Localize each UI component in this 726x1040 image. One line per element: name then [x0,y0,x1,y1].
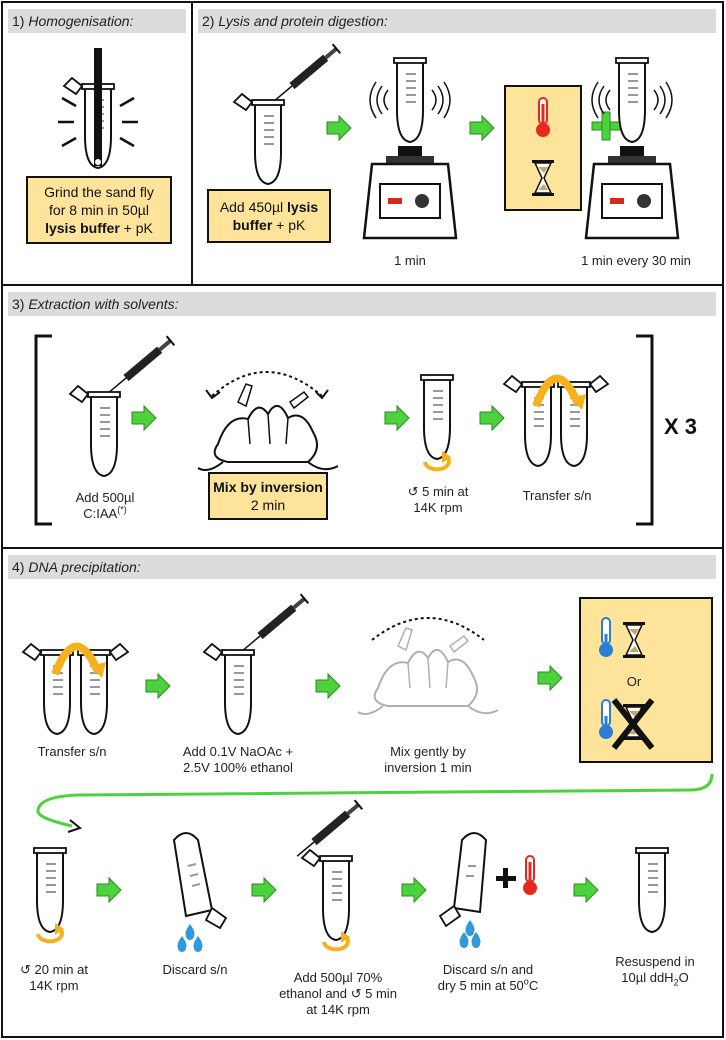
step2-add-line1: Add 450µl lysis [219,199,319,215]
s4-spin-label: ↺ 20 min at 14K rpm [20,962,88,993]
arrow-s4-1 [145,673,171,699]
grinding-burst-lines [58,96,138,148]
crossed-out-icon [611,698,655,750]
hands-mix-icon [197,383,339,471]
s4-dry-label: Discard s/n and dry 5 min at 50oC [437,962,539,993]
arrow-s4-5 [251,877,277,903]
s4-add-label: Add 0.1V NaOAc + 2.5V 100% ethanol [182,744,294,775]
s1-header: 1) Homogenisation: [12,13,134,29]
thermometer-cold-icon-2 [598,699,614,740]
step1-line2: for 8 min in 50µl [49,202,149,218]
arrow-s2-1 [326,115,352,141]
arrow-s3-1 [131,405,157,431]
arrow-s3-2 [384,405,410,431]
step1-line3: lysis buffer + pK [45,220,153,236]
hands-gentle-mix-icon [357,627,499,715]
dry-tube [438,832,488,948]
header-bar-s1 [8,9,186,33]
bracket-right [636,334,654,526]
centrifuge-tube-2 [33,847,67,944]
s4-wash-label: Add 500µl 70% ethanol and ↺ 5 min at 14K… [279,970,397,1017]
s4-resuspend-label: Resuspend in 10µl ddH2O [615,954,695,988]
header-bar-s3 [8,292,716,316]
s3-transfer-label: Transfer s/n [522,488,592,503]
discard-tube [172,832,228,952]
arrow-s4-7 [573,877,599,903]
arrow-s4-3 [537,665,563,691]
mix-bold: Mix by inversion [213,479,323,495]
plus-sign [496,868,516,888]
arrow-s2-2 [469,115,495,141]
wash-tube [292,799,364,952]
inversion-arc [211,371,323,397]
s2-header: 2) Lysis and protein digestion: [202,13,388,29]
mix-time: 2 min [250,497,286,513]
step2-add-line2: buffer + pK [232,217,306,233]
s4-transfer-tubes [22,642,129,735]
s4-tube-add [203,593,310,735]
s3-tube-add [69,335,176,477]
arrow-s4-6 [401,877,427,903]
flow-connector [36,773,714,828]
s4-header: 4) DNA precipitation: [12,559,141,575]
vortex2-label: 1 min every 30 min [581,253,691,268]
bracket-left [34,334,52,526]
arrow-s4-2 [315,673,341,699]
s4-mix-label: Mix gently by inversion 1 min [384,744,472,775]
s3-header: 3) Extraction with solvents: [12,296,179,312]
s4-discard-label: Discard s/n [162,962,228,977]
repeat-label: X 3 [664,414,698,439]
s3-add-label: Add 500µl C:IAA(*) [75,490,135,521]
step1-line1: Grind the sand fly [44,184,154,200]
arrow-s3-3 [479,405,505,431]
thermometer-hot-icon-2 [522,855,538,896]
final-tube [635,847,669,933]
thermometer-cold-icon [598,617,614,658]
s2-tube-add [233,43,342,185]
step1-box: Grind the sand fly for 8 min in 50µl lys… [26,176,172,244]
arrow-s4-4 [96,877,122,903]
vortex1-label: 1 min [394,253,426,268]
transfer-tubes [503,374,609,467]
header-bar-s4 [8,555,716,579]
vortex-1 [362,57,458,240]
thermometer-hot-icon [535,97,551,138]
header-bar-s2 [198,9,716,33]
or-label: Or [626,674,642,689]
gentle-inversion-arc [371,617,485,641]
vortex-2 [584,57,680,240]
step2-add-box: Add 450µl lysis buffer + pK [207,189,331,243]
mix-box: Mix by inversion 2 min [208,472,328,520]
s4-transfer-label: Transfer s/n [37,744,107,759]
s3-spin-label: ↺ 5 min at 14K rpm [407,484,469,515]
centrifuge-tube [420,374,454,472]
grinding-tube [63,48,115,169]
